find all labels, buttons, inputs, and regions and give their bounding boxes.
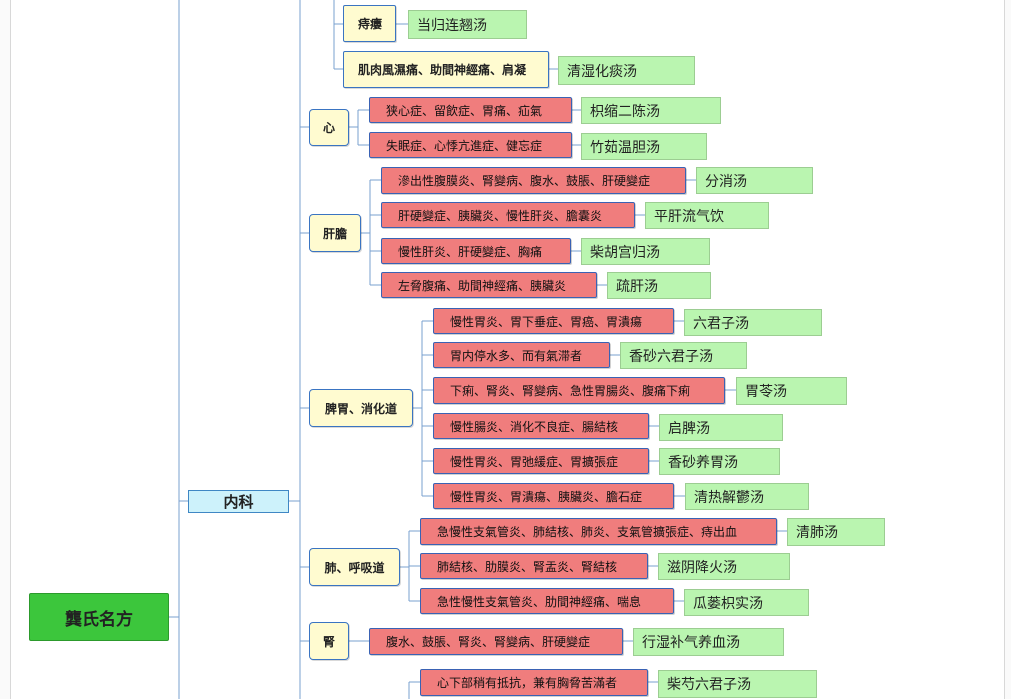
organ-node-spleen-stomach[interactable]: 脾胃、消化道	[309, 389, 413, 427]
symptom-node[interactable]: 下痢、腎炎、腎變病、急性胃腸炎、腹痛下痢	[433, 377, 725, 404]
symptom-node[interactable]: 失眠症、心悸亢進症、健忘症	[369, 132, 572, 158]
symptom-node[interactable]: 痔瘻	[343, 5, 396, 42]
symptom-node[interactable]: 肝硬變症、胰臟炎、慢性肝炎、膽囊炎	[381, 202, 635, 228]
symptom-node[interactable]: 慢性肝炎、肝硬變症、胸痛	[381, 238, 571, 264]
symptom-node[interactable]: 左脅腹痛、助間神經痛、胰臟炎	[381, 272, 597, 298]
symptom-node[interactable]: 急慢性支氣管炎、肺結核、肺炎、支氣管擴張症、痔出血	[420, 518, 777, 545]
symptom-node[interactable]: 急性慢性支氣管炎、肋間神經痛、喘息	[420, 588, 674, 614]
symptom-node[interactable]: 慢性腸炎、消化不良症、腸結核	[433, 413, 649, 439]
organ-node-heart[interactable]: 心	[309, 109, 349, 146]
formula-node[interactable]: 清湿化痰汤	[558, 56, 695, 85]
organ-node-liver[interactable]: 肝膽	[309, 214, 361, 252]
symptom-node[interactable]: 胃内停水多、而有氣滞者	[433, 342, 610, 368]
formula-node[interactable]: 启脾汤	[659, 414, 783, 441]
formula-node[interactable]: 枳缩二陈汤	[581, 97, 721, 124]
formula-node[interactable]: 瓜蒌枳实汤	[684, 589, 809, 616]
symptom-node[interactable]: 慢性胃炎、胃弛緩症、胃擴張症	[433, 448, 649, 474]
formula-node[interactable]: 行湿补气养血汤	[633, 628, 784, 656]
formula-node[interactable]: 胃苓汤	[736, 377, 847, 405]
formula-node[interactable]: 柴芍六君子汤	[658, 670, 817, 698]
organ-node-lung[interactable]: 肺、呼吸道	[309, 548, 400, 586]
formula-node[interactable]: 当归连翘汤	[408, 10, 527, 39]
root-node[interactable]: 龔氏名方	[29, 593, 169, 641]
right-scroll-gutter	[1004, 0, 1011, 699]
symptom-node[interactable]: 慢性胃炎、胃下垂症、胃癌、胃潰瘍	[433, 308, 674, 334]
symptom-node[interactable]: 狭心症、留飲症、胃痛、疝氣	[369, 97, 572, 123]
formula-node[interactable]: 清肺汤	[787, 518, 885, 546]
formula-node[interactable]: 香砂六君子汤	[620, 342, 747, 369]
symptom-node[interactable]: 心下部稍有抵抗，兼有胸脅苦滿者	[420, 669, 648, 696]
formula-node[interactable]: 滋阴降火汤	[658, 553, 790, 580]
formula-node[interactable]: 疏肝汤	[607, 272, 711, 299]
symptom-node[interactable]: 慢性胃炎、胃潰瘍、胰臟炎、膽石症	[433, 483, 674, 509]
left-scroll-gutter	[0, 0, 11, 699]
formula-node[interactable]: 分消汤	[696, 167, 813, 194]
symptom-node[interactable]: 肌肉風濕痛、助間神經痛、肩凝	[343, 51, 549, 88]
formula-node[interactable]: 六君子汤	[684, 309, 822, 336]
formula-node[interactable]: 柴胡宫归汤	[581, 238, 710, 265]
formula-node[interactable]: 香砂养胃汤	[659, 448, 780, 475]
symptom-node[interactable]: 腹水、鼓脹、腎炎、腎變病、肝硬變症	[369, 628, 623, 655]
formula-node[interactable]: 清热解鬱汤	[685, 483, 809, 510]
symptom-node[interactable]: 肺結核、肋膜炎、腎盂炎、腎結核	[420, 553, 648, 579]
formula-node[interactable]: 竹茹温胆汤	[581, 133, 707, 160]
organ-node-kidney[interactable]: 腎	[309, 622, 349, 660]
formula-node[interactable]: 平肝流气饮	[645, 202, 769, 229]
symptom-node[interactable]: 滲出性腹膜炎、腎變病、腹水、鼓脹、肝硬變症	[381, 167, 686, 194]
department-node[interactable]: 内科	[188, 490, 289, 513]
